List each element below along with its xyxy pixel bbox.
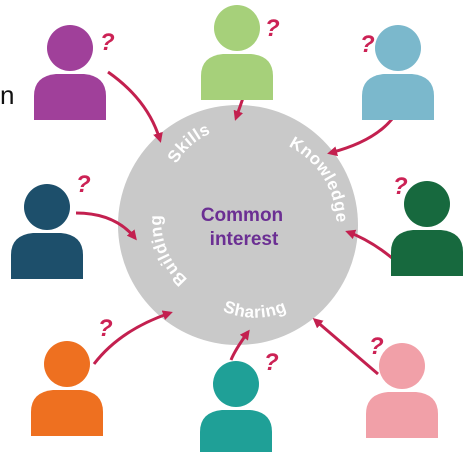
person-icon-navy: ? [11,171,91,279]
arrow-navy [75,211,137,241]
question-mark-icon: ? [369,333,384,360]
question-mark-icon: ? [98,315,113,342]
person-body [201,54,273,100]
arrow-purple [107,70,163,143]
person-body [391,230,463,276]
person-body [362,74,434,120]
person-head [213,361,259,407]
center-title-line1: Common [201,205,283,226]
person-body [31,390,103,436]
question-mark-icon: ? [76,171,91,198]
arrow-green [345,229,393,260]
person-head [375,25,421,71]
person-body [366,392,438,438]
person-body [200,410,272,452]
person-body [34,74,106,120]
person-icon-green: ? [391,173,463,276]
arrow-teal [229,329,250,361]
person-head [24,184,70,230]
center-title-line2: interest [210,229,279,250]
person-icon-purple: ? [34,25,115,120]
question-mark-icon: ? [264,349,279,376]
person-icon-lime: ? [201,5,280,100]
arrow-orange [92,310,173,365]
question-mark-icon: ? [100,29,115,56]
person-icon-light-blue: ? [360,25,434,120]
person-icon-orange: ? [31,315,113,436]
person-head [404,181,450,227]
person-icon-teal: ? [200,349,279,452]
arrow-pink [312,318,379,376]
edge-character: n [0,80,14,110]
person-head [47,25,93,71]
person-icon-pink: ? [366,333,438,438]
person-head [379,343,425,389]
person-body [11,233,83,279]
person-group: ???????? [11,5,463,452]
person-head [44,341,90,387]
question-mark-icon: ? [360,31,375,58]
center-circle [118,105,358,345]
question-mark-icon: ? [393,173,408,200]
question-mark-icon: ? [265,15,280,42]
person-head [214,5,260,51]
